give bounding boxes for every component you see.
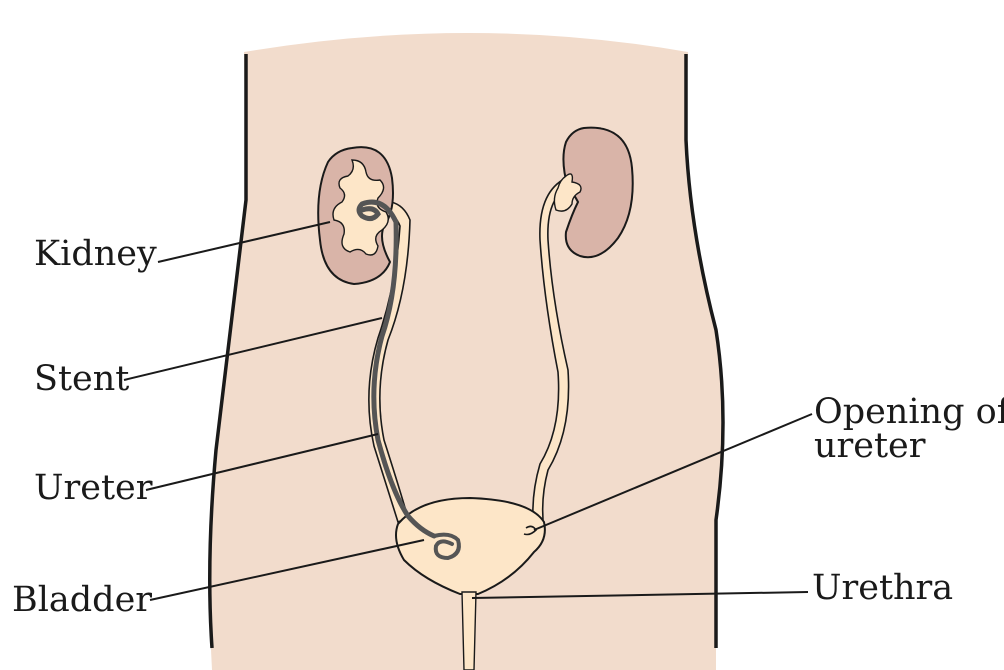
label-opening-line2: ureter	[814, 428, 926, 464]
label-ureter: Ureter	[34, 470, 152, 506]
label-stent: Stent	[34, 361, 129, 397]
label-bladder: Bladder	[12, 582, 152, 618]
label-kidney: Kidney	[34, 236, 157, 272]
label-opening-line1: Opening of	[814, 394, 1004, 430]
label-urethra: Urethra	[812, 570, 953, 606]
urethra-shape	[462, 592, 476, 670]
